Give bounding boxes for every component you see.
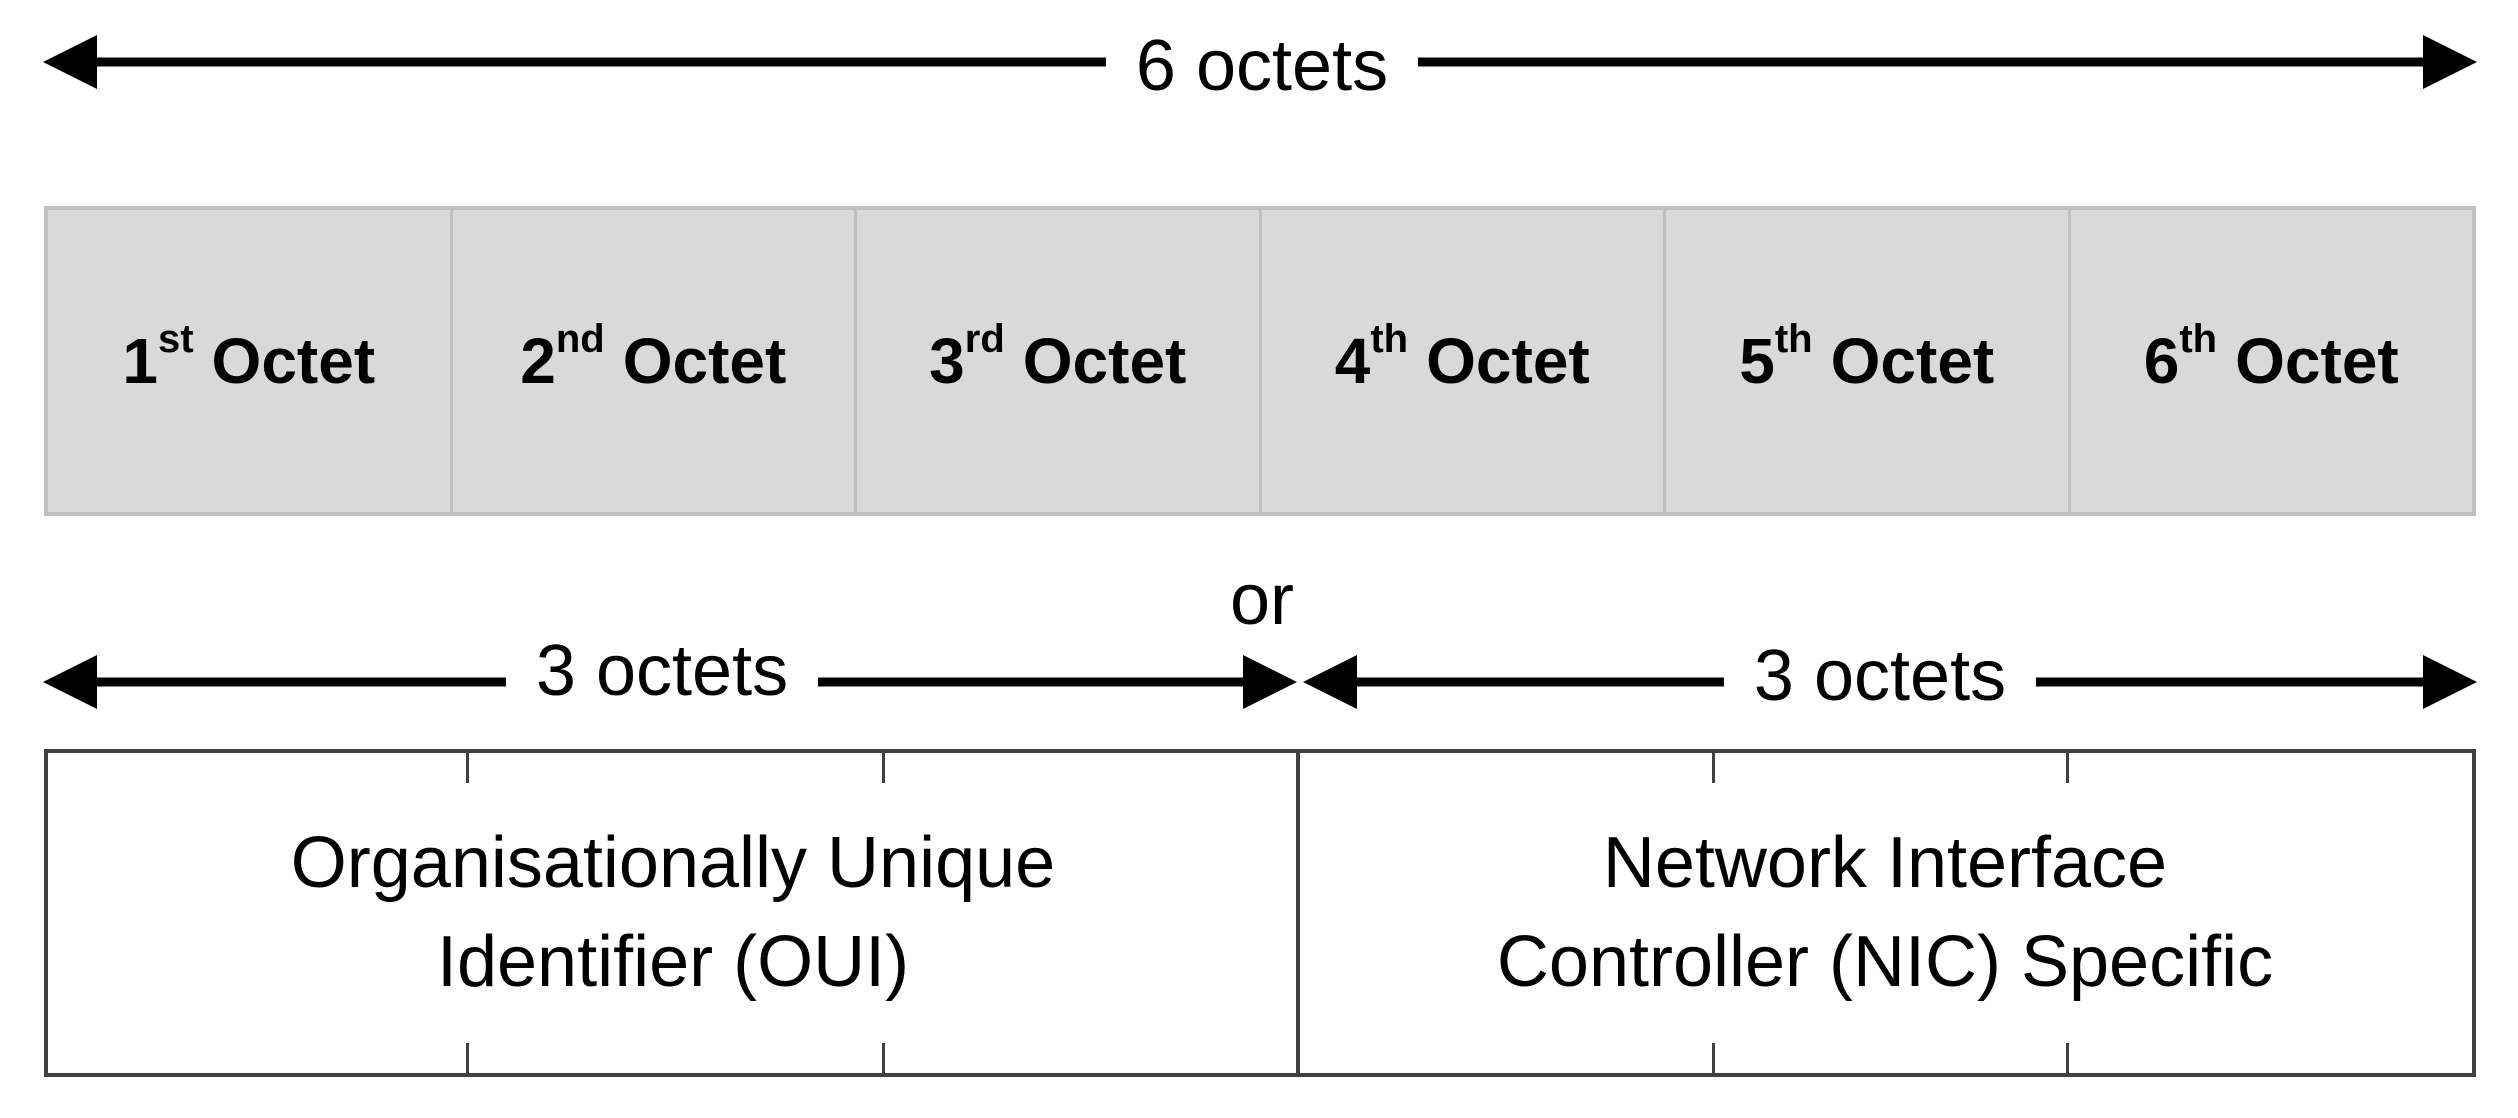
- tick-mark: [1712, 1043, 1715, 1073]
- oui-nic-split-box: Organisationally Unique Identifier (OUI)…: [44, 749, 2476, 1077]
- oui-line-2: Identifier (OUI): [436, 922, 910, 1002]
- tick-mark: [1712, 753, 1715, 783]
- tick-mark: [2066, 753, 2069, 783]
- octet-word: Octet: [1830, 325, 1995, 397]
- octet-word: Octet: [2235, 325, 2399, 397]
- octet-number: 1: [122, 325, 158, 397]
- tick-mark: [466, 1043, 469, 1073]
- octet-suffix: rd: [964, 316, 1005, 361]
- octet-word: Octet: [1426, 325, 1590, 397]
- oui-text: Organisationally Unique Identifier (OUI): [291, 814, 1055, 1013]
- tick-mark: [2066, 1043, 2069, 1073]
- octet-word: Octet: [1022, 325, 1187, 397]
- octet-suffix: th: [2179, 316, 2218, 361]
- octet-suffix: th: [1370, 316, 1409, 361]
- six-octets-label: 6 octets: [1105, 30, 1419, 102]
- nic-section: Network Interface Controller (NIC) Speci…: [1298, 753, 2472, 1073]
- octet-number: 6: [2143, 325, 2180, 397]
- tick-mark: [882, 753, 885, 783]
- octet-number: 2: [520, 325, 556, 397]
- octet-number: 4: [1334, 325, 1371, 397]
- tick-mark: [466, 753, 469, 783]
- octet-number: 5: [1739, 325, 1775, 397]
- oui-nic-divider: [1296, 753, 1300, 1073]
- or-label: or: [1229, 560, 1295, 640]
- nic-text: Network Interface Controller (NIC) Speci…: [1497, 814, 2273, 1013]
- oui-line-1: Organisationally Unique: [290, 822, 1056, 903]
- nic-line-1: Network Interface: [1602, 822, 2168, 903]
- nic-line-2: Controller (NIC) Specific: [1496, 922, 2274, 1002]
- octet-suffix: th: [1774, 316, 1813, 361]
- octet-number: 3: [929, 325, 965, 397]
- octet-word: Octet: [211, 325, 376, 397]
- tick-mark: [882, 1043, 885, 1073]
- octet-word: Octet: [622, 325, 787, 397]
- octet-suffix: nd: [555, 316, 605, 361]
- nic-octets-label: 3 octets: [1723, 640, 2037, 712]
- octet-suffix: st: [157, 316, 194, 361]
- oui-octets-label: 3 octets: [505, 635, 819, 707]
- oui-section: Organisationally Unique Identifier (OUI): [48, 753, 1298, 1073]
